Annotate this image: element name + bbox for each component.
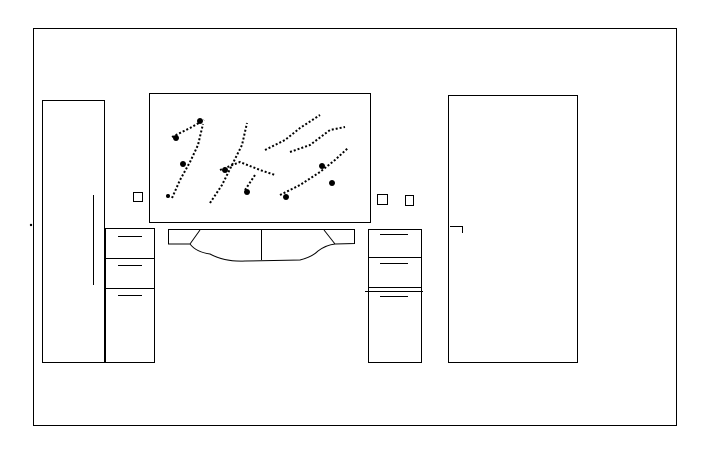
wall-outlet <box>405 195 414 206</box>
right-door <box>448 95 578 363</box>
reference-dot <box>29 223 33 227</box>
left-tall-cabinet <box>42 100 105 363</box>
wall-outlet <box>377 194 388 205</box>
drawing-frame <box>33 28 677 426</box>
door-handle <box>450 226 463 233</box>
wall-outlet <box>133 192 143 202</box>
wall-painting <box>149 93 371 223</box>
right-drawer-unit <box>365 229 423 363</box>
console-table <box>168 229 355 262</box>
left-drawer-unit <box>105 228 155 363</box>
